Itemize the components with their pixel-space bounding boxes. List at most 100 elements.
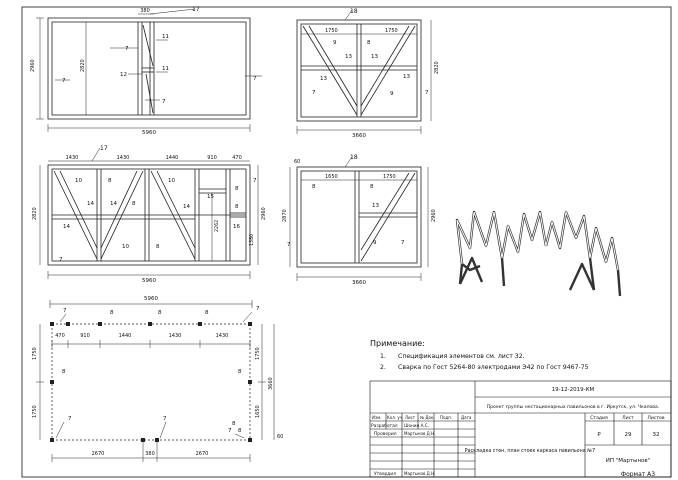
dim-seg: 1440 (166, 155, 179, 161)
dim-1380: 1380 (249, 234, 255, 246)
callout-7: 7 (63, 308, 67, 314)
callout-8: 8 (110, 310, 114, 316)
dim-seg: 1430 (66, 155, 79, 161)
callout-7: 7 (287, 242, 291, 248)
dim-width: 5960 (142, 130, 156, 136)
note-number: 2. (380, 364, 386, 371)
callout-9: 9 (373, 240, 377, 246)
dim-right: 1650 (255, 405, 261, 418)
callout-8: 8 (238, 369, 242, 375)
dim-seg: 1750 (383, 174, 396, 180)
callout-7: 7 (256, 306, 260, 312)
note-item: 2.Сварка по Гост 5264-80 электродами Э42… (380, 362, 670, 373)
callout-7: 7 (228, 428, 232, 434)
wall-layout-1 (36, 8, 262, 132)
callout-8: 8 (62, 369, 66, 375)
wall-layout-4 (289, 156, 429, 281)
dim-seg: 470 (55, 333, 65, 339)
wall-layout-1-labels: 5960 2960 2820 380 17 7 11 11 12 7 7 7 (30, 6, 257, 136)
role-name: Мартынов Д.Н. (404, 471, 435, 476)
notes-block: Примечание: 1. Спецификация элементов см.… (370, 339, 670, 373)
callout-8: 8 (205, 310, 209, 316)
wall-layout-4-labels: 3660 60 1650 1750 2870 2960 18 8 8 13 9 … (282, 154, 437, 286)
title-block-text: 19-12-2019-КМ Проект группы нестационарн… (371, 387, 665, 478)
dim-height: 2960 (431, 209, 437, 222)
note-text: Спецификация элементов см. лист 32. (398, 353, 525, 360)
notes-title: Примечание: (370, 339, 425, 348)
callout-7: 7 (68, 416, 72, 422)
wall-layout-3-labels: 5960 1430 1430 1440 910 470 2820 2960 22… (32, 145, 267, 284)
role-developer: Разработал (371, 422, 398, 429)
dim-left: 1750 (32, 347, 38, 360)
company-name: ИП "Мартынов" (606, 458, 650, 464)
role-name: Мартынов Д.Н. (404, 431, 435, 436)
header-cell: Изм. (372, 415, 381, 420)
dim-height: 2960 (30, 59, 36, 72)
role-name: Шонин А.С. (404, 423, 429, 428)
sheet-format: Формат А3 (621, 471, 655, 478)
dim-seg: 470 (232, 155, 242, 161)
dim-seg: 1430 (169, 333, 182, 339)
dim-seg: 1650 (325, 174, 338, 180)
callout-18: 18 (350, 154, 358, 161)
note-item: 1. Спецификация элементов см. лист 32. (380, 351, 670, 362)
stage-value: Р (597, 432, 601, 438)
dim-depth: 3660 (268, 377, 274, 390)
dim-inner-height: 2820 (80, 59, 86, 72)
dim-inner-height: 2870 (282, 209, 288, 222)
callout-13: 13 (403, 74, 410, 80)
frame-3d-view (455, 210, 622, 297)
dim-seg: 1750 (325, 28, 338, 34)
callout-7: 7 (162, 99, 166, 105)
callout-13: 13 (371, 54, 378, 60)
callout-7: 7 (253, 178, 257, 184)
dim-60: 60 (294, 159, 300, 165)
callout-8: 8 (238, 428, 242, 434)
callout-8: 8 (108, 178, 112, 184)
callout-17: 17 (192, 6, 200, 13)
callout-7: 7 (253, 76, 257, 82)
frame-3d-view-inner (456, 210, 619, 271)
dim-seg: 1750 (385, 28, 398, 34)
callout-7: 7 (163, 416, 167, 422)
callout-8: 8 (235, 204, 239, 210)
dim-seg: 1440 (119, 333, 132, 339)
header-cell: Подп. (440, 415, 452, 420)
callout-17: 17 (100, 145, 108, 152)
dim-height: 2960 (261, 207, 267, 220)
callout-16: 16 (233, 224, 240, 230)
callout-7: 7 (59, 257, 63, 263)
sheet-label: Лист (622, 415, 634, 421)
callout-8: 8 (370, 184, 374, 190)
callout-8: 8 (367, 40, 371, 46)
column-plan-labels: 5960 470 910 1440 1430 1430 1750 1750 17… (32, 296, 283, 457)
callout-14: 14 (110, 201, 117, 207)
dim-width: 3660 (352, 133, 366, 139)
column-plan (36, 300, 275, 462)
callout-11: 11 (162, 34, 169, 40)
callout-14: 14 (63, 224, 70, 230)
dim-seg: 910 (207, 155, 217, 161)
callout-15: 15 (207, 194, 214, 200)
role-approver: Утвердил (374, 471, 396, 477)
wall-layout-3 (39, 147, 259, 279)
callout-7: 7 (312, 90, 316, 96)
callout-13: 13 (320, 76, 327, 82)
dim-2262: 2262 (214, 220, 220, 232)
dim-door: 380 (140, 8, 150, 14)
note-number: 1. (380, 353, 386, 360)
callout-8: 8 (235, 186, 239, 192)
sheet-value: 29 (625, 432, 632, 438)
sheets-value: 32 (653, 432, 660, 438)
callout-18: 18 (350, 8, 358, 15)
callout-10: 10 (75, 178, 82, 184)
callout-10: 10 (168, 178, 175, 184)
callout-9: 9 (390, 91, 394, 97)
wall-layout-2 (296, 9, 432, 134)
header-cell: Кол. уч. (387, 415, 403, 420)
callout-13: 13 (345, 54, 352, 60)
dim-seg: 910 (80, 333, 90, 339)
callout-10: 10 (122, 244, 129, 250)
callout-14: 14 (87, 201, 94, 207)
dim-width: 5960 (142, 278, 156, 284)
